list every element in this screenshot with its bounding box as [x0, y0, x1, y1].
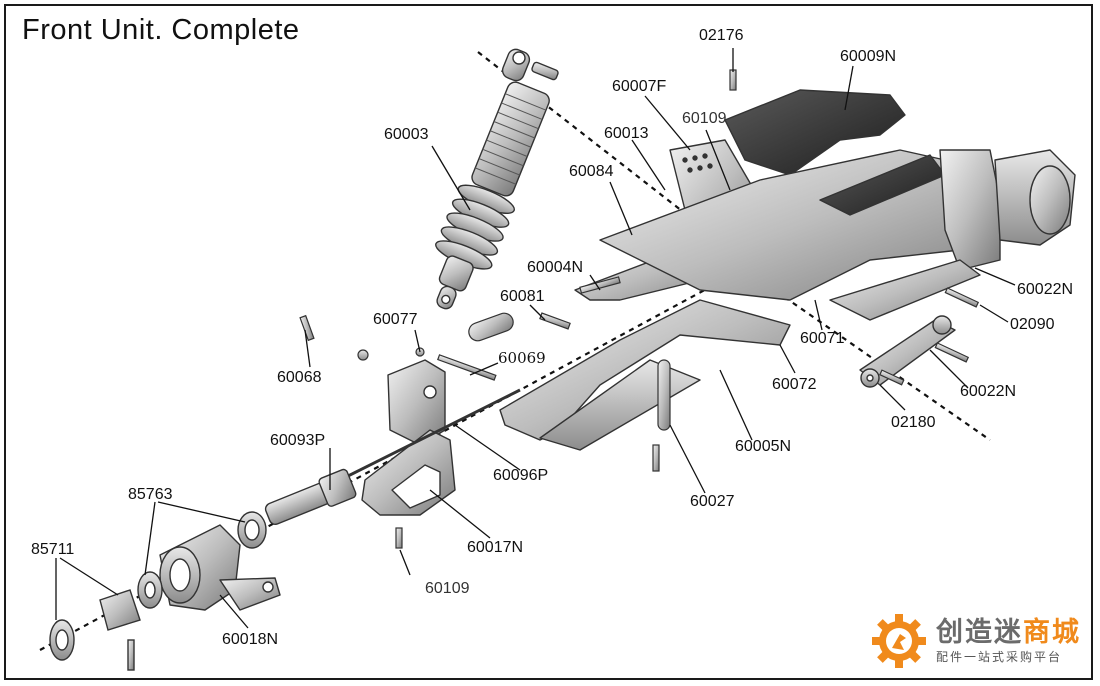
main-axis-line: [39, 259, 761, 651]
part-label: 60013: [604, 125, 649, 142]
part-label: 60027: [690, 493, 735, 510]
part-label: 60022N: [1017, 281, 1074, 298]
shock-absorber-part: [435, 48, 559, 310]
leader-lines: [55, 48, 1016, 629]
diagram-frame: [4, 4, 1093, 680]
part-label: 60005N: [735, 438, 792, 455]
part-label: 02090: [1010, 316, 1055, 333]
diagram-title: Front Unit. Complete: [22, 14, 300, 46]
part-label: 60096P: [493, 467, 549, 484]
part-label: 60004N: [527, 259, 584, 276]
hub-carrier-part: [939, 149, 1001, 271]
part-label: 60072: [772, 376, 817, 393]
watermark-tagline: 配件一站式采购平台: [936, 650, 1063, 664]
part-label: 60069: [498, 349, 546, 367]
part-label: 85711: [31, 541, 75, 558]
part-label: 60109: [425, 580, 470, 597]
watermark-logo: 创造迷商城 配件一站式采购平台: [870, 610, 1090, 672]
part-label: 60022N: [960, 383, 1017, 400]
bearings-part: [49, 571, 163, 671]
part-label: 60084: [569, 163, 614, 180]
watermark-name: 创造迷商城: [936, 617, 1081, 648]
chassis-assembly: [499, 89, 1076, 451]
part-label: 60017N: [467, 539, 524, 556]
lower-arm-part: [499, 299, 791, 441]
rear-link-part: [829, 259, 981, 321]
part-label: 60003: [384, 126, 429, 143]
small-hardware: [299, 69, 980, 549]
top-plate-part: [724, 89, 906, 176]
part-label: 60093P: [270, 432, 326, 449]
part-label: 85763: [128, 486, 173, 503]
knuckle-part: [159, 524, 281, 611]
shock-axis-line: [477, 51, 701, 226]
part-label: 60077: [373, 311, 418, 328]
part-label: 60071: [800, 330, 845, 347]
drive-shaft-part: [237, 388, 521, 549]
steering-block-part: [361, 359, 456, 516]
part-label: 02176: [699, 27, 744, 44]
gear-icon: [872, 614, 926, 668]
part-label: 60018N: [222, 631, 279, 648]
part-label: 60009N: [840, 48, 897, 65]
part-label: 60109: [682, 110, 727, 127]
part-label: 60068: [277, 369, 322, 386]
part-label: 60081: [500, 288, 545, 305]
part-label: 02180: [891, 414, 936, 431]
part-label: 60007F: [612, 78, 667, 95]
